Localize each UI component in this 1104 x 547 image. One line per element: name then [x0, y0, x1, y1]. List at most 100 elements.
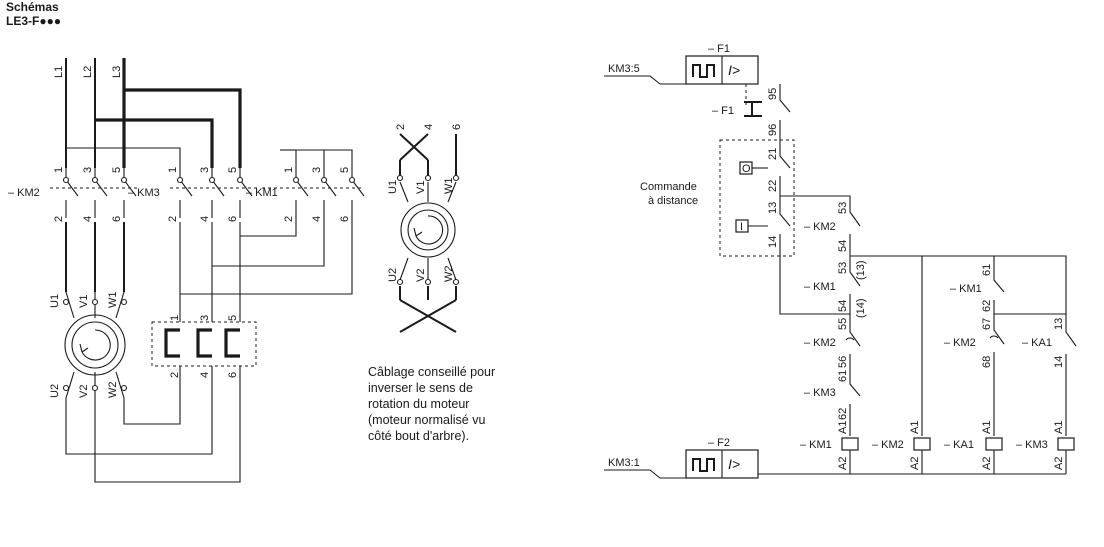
title-line-2: LE3-F●●● — [6, 14, 62, 28]
km3-1-label: KM3:1 — [608, 457, 640, 469]
motor-w2: W2 — [107, 382, 119, 399]
km2-label: – KM2 — [8, 187, 40, 199]
km2-term-1: 1 — [53, 167, 65, 173]
title-line-1: Schémas — [6, 0, 59, 14]
winding-num-4: 4 — [423, 124, 435, 130]
ka1-aux-13: 13 — [1053, 318, 1065, 330]
km2-aux-label: – KM2 — [804, 221, 836, 233]
coils-row: – KM1 – KM2 – KA1 – KM3 A1 A1 A1 A1 A2 A… — [758, 421, 1075, 475]
km1-aux-label-2: – KM1 — [950, 283, 982, 295]
coil-ka1-a1: A1 — [981, 421, 993, 434]
motor-v2: V2 — [78, 385, 90, 398]
coil-km2-label: – KM2 — [872, 439, 904, 451]
winding-num-2: 2 — [395, 124, 407, 130]
f2-relay: – F2 I> KM3:1 — [604, 437, 759, 479]
jumper-term-2: 2 — [169, 372, 181, 378]
km3-term-3: 3 — [199, 167, 211, 173]
km2-timer2-68: 68 — [981, 356, 993, 368]
coil-km1-a2: A2 — [837, 457, 849, 470]
line-l1-label: L1 — [53, 66, 65, 78]
jumper-term-6: 6 — [227, 372, 239, 378]
km3-5-label: KM3:5 — [608, 63, 640, 75]
km2-timer-56: 56 — [837, 356, 849, 368]
f1-term-96: 96 — [767, 124, 779, 136]
winding-v1: V1 — [415, 181, 427, 194]
stop-term-21: 21 — [767, 148, 779, 160]
km2-term-5: 5 — [111, 167, 123, 173]
coil-km2-a2: A2 — [909, 457, 921, 470]
km2-timer-label: – KM2 — [804, 337, 836, 349]
km1-term-1: 1 — [283, 167, 295, 173]
winding-u1: U1 — [387, 180, 399, 194]
page-title: Schémas LE3-F●●● — [6, 0, 61, 28]
coil-km1-a1: A1 — [837, 421, 849, 434]
start-term-13: 13 — [767, 202, 779, 214]
km2-aux-54: 54 — [837, 240, 849, 252]
ka1-aux-label: – KA1 — [1022, 337, 1052, 349]
km1-aux-label: – KM1 — [804, 281, 836, 293]
motor-u2: U2 — [49, 384, 61, 398]
km2-power-contacts: 1 3 5 2 4 6 – KM2 — [8, 167, 137, 222]
coil-km3-a2: A2 — [1053, 457, 1065, 470]
coil-km3-a1: A1 — [1053, 421, 1065, 434]
km1-label: – KM1 — [246, 187, 278, 199]
km1-power-contacts: 1 3 5 2 4 6 – KM1 — [246, 149, 365, 222]
km1-aux-p14: (14) — [855, 298, 867, 318]
motor-u1: U1 — [49, 294, 61, 308]
km1-term-6: 6 — [339, 216, 351, 222]
winding-w2: W2 — [443, 266, 455, 283]
jumper-block: 1 3 5 2 4 6 — [151, 315, 257, 378]
km1-term-2: 2 — [283, 216, 295, 222]
start-button-symbol: I — [740, 221, 743, 233]
coil-km3-label: – KM3 — [1016, 439, 1048, 451]
km1-aux-54: 54 — [837, 300, 849, 312]
km3-label: – KM3 — [128, 187, 160, 199]
ka1-aux-14: 14 — [1053, 356, 1065, 368]
winding-u2: U2 — [387, 268, 399, 282]
km1-aux-53: 53 — [837, 262, 849, 274]
jumper-term-1: 1 — [169, 315, 181, 321]
km3-term-6: 6 — [227, 216, 239, 222]
f1-i-symbol: I> — [728, 62, 740, 78]
remote-label-2: à distance — [648, 195, 698, 207]
f2-i-symbol: I> — [728, 456, 740, 472]
km1-aux-p13: (13) — [855, 260, 867, 280]
km3-aux-62: 62 — [837, 408, 849, 420]
winding-detail: 2 4 6 U1 V1 W1 U2 V2 W2 — [387, 124, 463, 333]
km2-timer2-67: 67 — [981, 318, 993, 330]
km3-term-1: 1 — [167, 167, 179, 173]
start-term-14: 14 — [767, 236, 779, 248]
km3-aux-label: – KM3 — [804, 387, 836, 399]
km3-term-5: 5 — [227, 167, 239, 173]
motor-symbol: U1 V1 W1 U2 V2 W2 — [49, 292, 128, 399]
line-l2-label: L2 — [82, 66, 94, 78]
jumper-term-5: 5 — [227, 315, 239, 321]
motor-v1: V1 — [78, 295, 90, 308]
km3-aux-61: 61 — [837, 370, 849, 382]
km1-aux-61: 61 — [981, 264, 993, 276]
f1-relay: – F1 I> KM3:5 — [604, 43, 759, 85]
km2-term-3: 3 — [82, 167, 94, 173]
coil-km1-label: – KM1 — [800, 439, 832, 451]
f1-label: – F1 — [708, 43, 730, 55]
km1-term-5: 5 — [339, 167, 351, 173]
remote-label: Commande — [640, 181, 697, 193]
wiring-note: Câblage conseillé pour inverser le sens … — [368, 365, 496, 443]
coil-ka1-label: – KA1 — [944, 439, 974, 451]
coil-ka1-a2: A2 — [981, 457, 993, 470]
coil-km2-a1: A1 — [909, 421, 921, 434]
line-l3-label: L3 — [111, 66, 123, 78]
power-circuit: L1 L2 L3 1 3 5 2 4 6 – KM2 — [8, 58, 365, 483]
km2-term-2: 2 — [53, 216, 65, 222]
km2-term-6: 6 — [111, 216, 123, 222]
f1-contact-label: – F1 — [712, 105, 734, 117]
control-circuit: – F1 I> KM3:5 95 96 – F1 Commande à dist… — [604, 43, 1077, 479]
km3-term-4: 4 — [199, 216, 211, 222]
winding-num-6: 6 — [451, 124, 463, 130]
jumper-term-4: 4 — [199, 372, 211, 378]
stop-button-symbol: O — [742, 163, 751, 175]
stop-term-22: 22 — [767, 180, 779, 192]
km1-term-4: 4 — [311, 216, 323, 222]
f2-label: – F2 — [708, 437, 730, 449]
